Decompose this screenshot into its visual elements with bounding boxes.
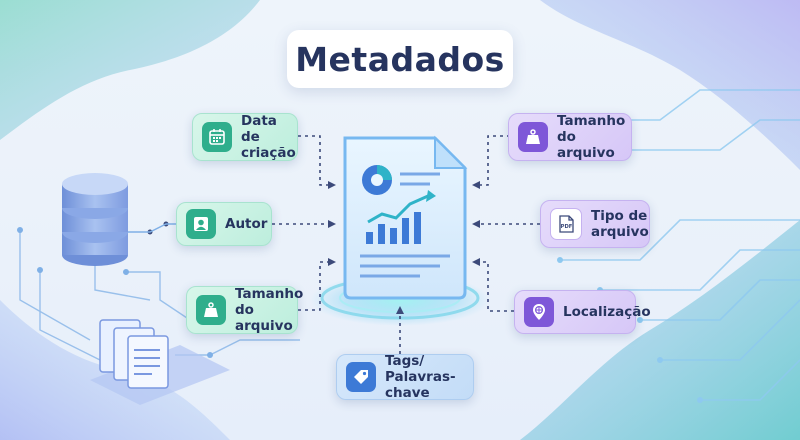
label-text: Localização: [563, 304, 651, 320]
label-localizacao: Localização: [514, 290, 651, 334]
label-text: Tags/ Palavras-chave: [385, 353, 456, 401]
weight-icon: [518, 122, 548, 152]
user-icon: [186, 209, 216, 239]
label-tags-palavras-chave: Tags/ Palavras-chave: [336, 353, 474, 401]
location-pin-icon: [524, 297, 554, 327]
label-autor: Autor: [176, 202, 272, 246]
calendar-icon: [202, 122, 232, 152]
label-text: Tamanho do arquivo: [557, 113, 626, 161]
central-document-icon: [343, 135, 468, 300]
tag-icon: [346, 362, 376, 392]
database-icon: [62, 173, 128, 266]
pdf-badge-text: PDF: [561, 224, 573, 230]
label-text: Autor: [225, 216, 268, 232]
pdf-file-icon: PDF: [550, 208, 582, 240]
label-tipo-arquivo: PDF Tipo de arquivo: [540, 200, 650, 248]
label-text: Tamanho do arquivo: [235, 286, 304, 334]
page-title: Metadados: [295, 39, 505, 79]
label-text: Data de criação: [241, 113, 296, 161]
label-text: Tipo de arquivo: [591, 208, 649, 240]
title-box: Metadados: [287, 30, 513, 88]
documents-stack-icon: [90, 319, 230, 405]
weight-icon: [196, 295, 226, 325]
label-tamanho-arquivo-esquerda: Tamanho do arquivo: [186, 286, 303, 334]
label-data-criacao: Data de criação: [192, 113, 298, 161]
label-tamanho-arquivo-direita: Tamanho do arquivo: [508, 113, 632, 161]
